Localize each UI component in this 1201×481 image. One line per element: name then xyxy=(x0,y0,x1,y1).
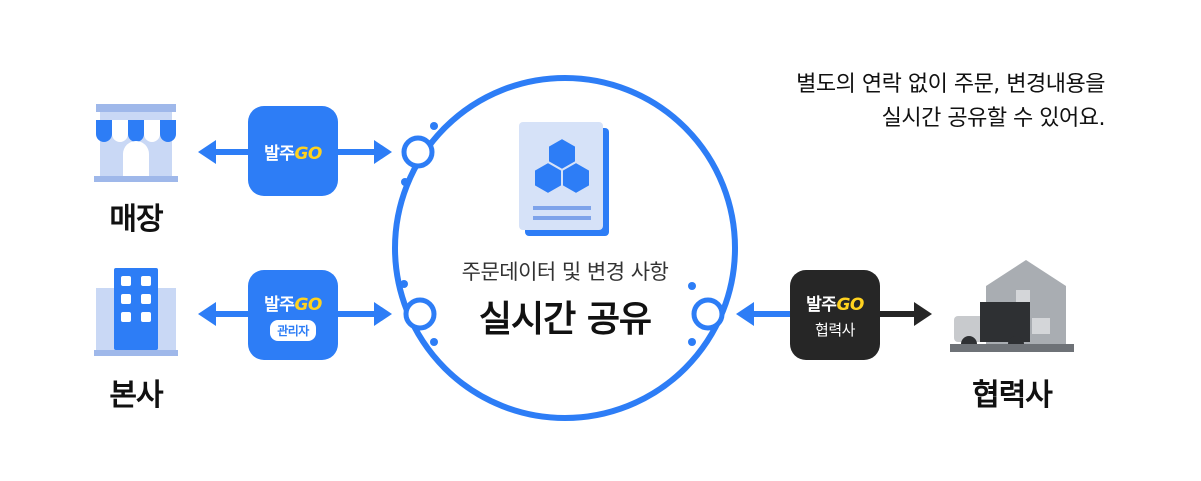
logo-prefix: 발주 xyxy=(264,294,295,315)
logo-prefix: 발주 xyxy=(264,143,295,164)
ring-dot xyxy=(400,280,408,288)
logo-suffix: GO xyxy=(836,295,864,315)
office-building-icon xyxy=(94,268,178,356)
ring-node-hq xyxy=(403,297,437,331)
description-caption: 별도의 연락 없이 주문, 변경내용을 실시간 공유할 수 있어요. xyxy=(685,68,1105,136)
admin-badge: 관리자 xyxy=(270,319,316,341)
logo-suffix: GO xyxy=(294,143,322,164)
storefront-icon xyxy=(94,104,178,182)
ring-node-partner xyxy=(691,297,725,331)
store-label: 매장 xyxy=(109,202,163,237)
ring-dot xyxy=(688,338,696,346)
app-logo: 발주GO xyxy=(264,139,322,164)
ring-dot xyxy=(401,178,409,186)
partner-app-tile[interactable]: 발주GO 협력사 xyxy=(790,270,880,360)
hq-label: 본사 xyxy=(109,378,163,413)
logo-prefix: 발주 xyxy=(806,295,837,315)
document-boxes-icon xyxy=(519,122,609,236)
store-app-tile[interactable]: 발주GO xyxy=(248,106,338,196)
partner-label: 협력사 xyxy=(972,378,1053,413)
ring-node-store xyxy=(401,135,435,169)
hq-app-tile[interactable]: 발주GO 관리자 xyxy=(248,270,338,360)
logo-suffix: GO xyxy=(294,294,322,315)
ring-dot xyxy=(688,282,696,290)
app-logo: 발주GO xyxy=(264,290,322,315)
partner-app-sub: 협력사 xyxy=(815,321,855,339)
app-logo: 발주GO xyxy=(806,290,864,315)
caption-line-1: 별도의 연락 없이 주문, 변경내용을 xyxy=(796,72,1105,97)
center-title: 실시간 공유 xyxy=(478,299,652,340)
caption-line-2: 실시간 공유할 수 있어요. xyxy=(881,106,1106,131)
warehouse-truck-icon xyxy=(950,260,1074,352)
ring-dot xyxy=(430,338,438,346)
ring-dot xyxy=(430,122,438,130)
sharing-circle xyxy=(392,75,738,421)
center-subtitle: 주문데이터 및 변경 사항 xyxy=(461,260,669,284)
